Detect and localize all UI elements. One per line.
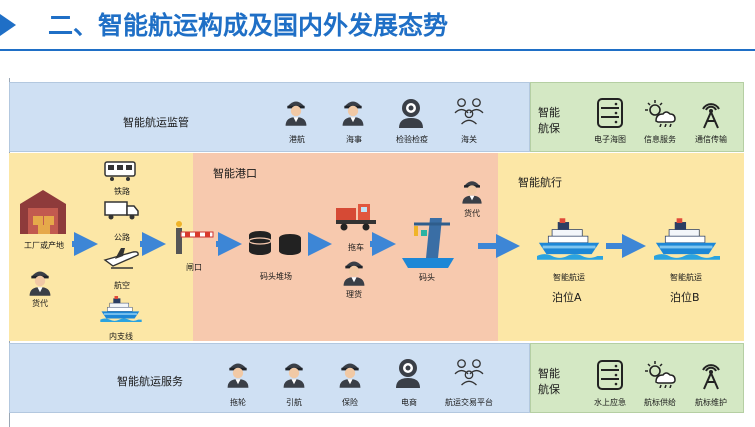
inspection-officer-icon [399, 99, 423, 128]
truck-label: 拖车 [348, 243, 364, 252]
bottom-item-tug: 拖轮 [230, 398, 246, 407]
bottom-side-item-emergency: 水上应急 [594, 398, 626, 407]
factory-icon [20, 190, 66, 234]
tug-operator-icon [225, 358, 251, 388]
bottom-item-pilot: 引航 [286, 398, 302, 407]
ship-a-label: 智能航运 [553, 273, 585, 282]
pilot-icon [281, 358, 307, 388]
title-underline [0, 49, 755, 51]
agent-label: 货代 [464, 209, 480, 218]
beacon-supply-icon [645, 361, 676, 388]
bottom-side-title-2: 航保 [538, 383, 560, 396]
tally-label: 理货 [346, 290, 362, 299]
storage-yard-icon [248, 231, 301, 255]
port-region [193, 153, 498, 341]
beacon-maintenance-icon [702, 364, 720, 390]
ecommerce-icon [396, 359, 420, 388]
ship-b-label: 智能航运 [670, 273, 702, 282]
bottom-side-item-maintenance: 航标维护 [695, 398, 727, 407]
emergency-database-icon [597, 360, 623, 390]
bottom-band-title: 智能航运服务 [117, 375, 183, 388]
top-item-customs: 海关 [461, 135, 477, 144]
top-side-item-comm: 通信传输 [695, 135, 727, 144]
top-band-title: 智能航运监管 [123, 116, 189, 129]
weather-icon [645, 100, 676, 127]
top-side-item-chart: 电子海图 [594, 135, 626, 144]
gate-barrier-icon [176, 221, 214, 254]
yard-label: 码头堆场 [260, 272, 292, 281]
bottom-item-insurance: 保险 [342, 398, 358, 407]
top-item-maritime: 海事 [346, 135, 362, 144]
header-marker [0, 14, 16, 36]
wharf-label: 码头 [419, 273, 435, 282]
bottom-band [9, 343, 530, 413]
berth-a: 泊位A [552, 291, 582, 304]
page-title: 二、智能航运构成及国内外发展态势 [48, 11, 449, 40]
cargo-owner-label: 货代 [32, 299, 48, 308]
trading-platform-icon [452, 358, 486, 386]
bottom-item-ecommerce: 电商 [401, 398, 417, 407]
bottom-side-item-supply: 航标供给 [644, 398, 676, 407]
road-label: 公路 [114, 233, 130, 242]
bottom-item-platform: 航运交易平台 [445, 398, 493, 407]
insurance-agent-icon [337, 358, 363, 388]
train-icon [104, 161, 136, 181]
tractor-truck-icon [336, 204, 376, 231]
truck-icon [104, 201, 139, 220]
feeder-label: 内支线 [109, 332, 133, 341]
database-icon [597, 98, 623, 128]
rail-label: 铁路 [114, 187, 130, 196]
factory-label: 工厂或产地 [24, 241, 64, 250]
top-side-title-2: 航保 [538, 122, 560, 135]
port-crane-icon [402, 218, 454, 268]
plane-icon [103, 248, 139, 269]
bottom-side-title-1: 智能 [538, 367, 560, 380]
air-label: 航空 [114, 281, 130, 290]
top-side-item-info: 信息服务 [644, 135, 676, 144]
voyage-title: 智能航行 [518, 176, 562, 189]
port-title: 智能港口 [213, 167, 257, 180]
top-side-title-1: 智能 [538, 106, 560, 119]
top-item-port: 港航 [289, 135, 305, 144]
top-band [9, 82, 530, 152]
berth-b: 泊位B [670, 291, 700, 304]
top-item-inspection: 检验检疫 [396, 135, 428, 144]
gate-label: 闸口 [186, 263, 202, 272]
antenna-icon [702, 103, 720, 129]
